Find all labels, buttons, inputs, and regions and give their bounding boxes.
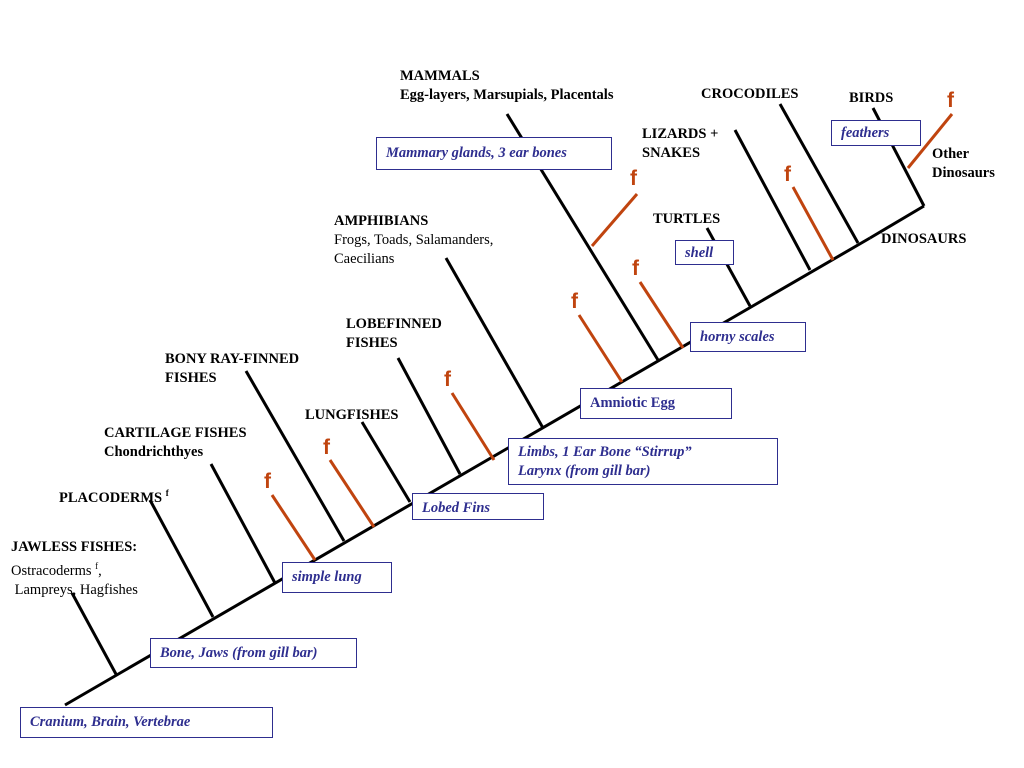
branch-jawless-fishes <box>70 592 119 677</box>
branch-crocodiles <box>778 103 860 244</box>
branch-placoderms <box>148 499 215 618</box>
fossil-branch-6 <box>590 193 639 247</box>
trait-cranium-brain-vertebrae: Cranium, Brain, Vertebrae <box>20 707 273 738</box>
fossil-marker-1: f <box>264 470 271 493</box>
fossil-marker-6: f <box>630 167 637 190</box>
label-lizards-snakes: LIZARDS + SNAKES <box>642 126 719 161</box>
dinosaur-trunk <box>869 204 925 240</box>
label-turtles: TURTLES <box>653 211 721 227</box>
fossil-marker-3: f <box>444 368 451 391</box>
trait-shell: shell <box>675 240 734 265</box>
fossil-branch-4 <box>577 314 624 383</box>
trait-bone-jaws: Bone, Jaws (from gill bar) <box>150 638 357 668</box>
label-lobefinned-fishes: LOBEFINNED FISHES <box>346 316 442 351</box>
label-amphibians: AMPHIBIANS Frogs, Toads, Salamanders, Ca… <box>334 213 494 267</box>
fossil-marker-8: f <box>947 89 954 112</box>
branch-bony-ray-finned-fishes <box>244 370 346 542</box>
label-dinosaurs: DINOSAURS <box>881 231 967 247</box>
fossil-marker-2: f <box>323 436 330 459</box>
label-birds: BIRDS <box>849 90 894 106</box>
fossil-branch-3 <box>450 392 496 461</box>
label-jawless-fishes: JAWLESS FISHES: Ostracoderms f, Lampreys… <box>11 538 138 600</box>
trait-horny-scales: horny scales <box>690 322 806 352</box>
fossil-marker-4: f <box>571 290 578 313</box>
label-crocodiles: CROCODILES <box>701 86 799 102</box>
trait-lobed-fins: Lobed Fins <box>412 493 544 520</box>
jawless-fishes-line3: Lampreys, Hagfishes <box>11 581 138 598</box>
branch-amphibians <box>444 257 545 429</box>
trait-mammary-glands-ear-bones: Mammary glands, 3 ear bones <box>376 137 612 170</box>
jawless-fishes-line2: Ostracoderms f, <box>11 561 102 579</box>
branch-lizards-snakes <box>733 129 812 271</box>
fossil-branch-8 <box>906 113 954 169</box>
fossil-branch-1 <box>270 494 317 561</box>
fossil-marker-7: f <box>784 163 791 186</box>
branch-lungfishes <box>360 421 412 503</box>
trait-feathers: feathers <box>831 120 921 146</box>
fossil-marker-5: f <box>632 257 639 280</box>
main-trunk <box>64 236 871 707</box>
fossil-branch-5 <box>638 281 685 349</box>
label-bony-ray-finned-fishes: BONY RAY-FINNED FISHES <box>165 351 300 386</box>
label-other-dinosaurs: Other Dinosaurs <box>932 146 995 181</box>
jawless-fishes-title: JAWLESS FISHES: <box>11 539 138 555</box>
trait-amniotic-egg: Amniotic Egg <box>580 388 732 419</box>
fossil-branch-7 <box>791 186 835 261</box>
label-cartilage-fishes: CARTILAGE FISHES Chondrichthyes <box>104 425 247 460</box>
branch-lobefinned-fishes <box>396 357 462 475</box>
branch-cartilage-fishes <box>209 463 277 584</box>
trait-simple-lung: simple lung <box>282 562 392 593</box>
trait-limbs-ear-bone-larynx: Limbs, 1 Ear Bone “Stirrup” Larynx (from… <box>508 438 778 485</box>
label-placoderms: PLACODERMS f <box>59 488 169 506</box>
label-lungfishes: LUNGFISHES <box>305 407 399 423</box>
fossil-branch-2 <box>328 459 376 528</box>
label-mammals: MAMMALS Egg-layers, Marsupials, Placenta… <box>400 68 614 103</box>
